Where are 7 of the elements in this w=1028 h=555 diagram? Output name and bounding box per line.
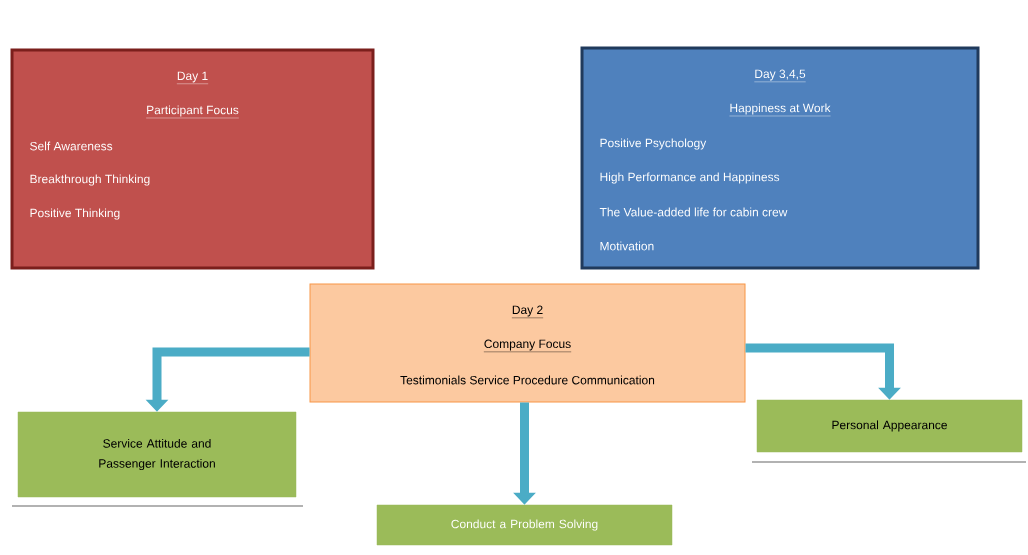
day-box: Day 1 Participant Focus Self Awareness Breakthrough Thinking Positive Thinking <box>10 48 375 270</box>
day-box: Day 3,4,5 Happiness at Work Positive Psychology High Performance and Happiness The Value-added life for cabin crew Motivation <box>580 46 980 270</box>
topic-box: Personal Appearance <box>756 399 1023 453</box>
topic-box: Conduct a Problem Solving <box>376 504 673 546</box>
block-arrow <box>745 343 901 400</box>
topic-box: Service Attitude and Passenger Interaction <box>17 411 297 498</box>
day-box: Day 2 Company Focus Testimonials Service Procedure Communication <box>309 283 746 403</box>
